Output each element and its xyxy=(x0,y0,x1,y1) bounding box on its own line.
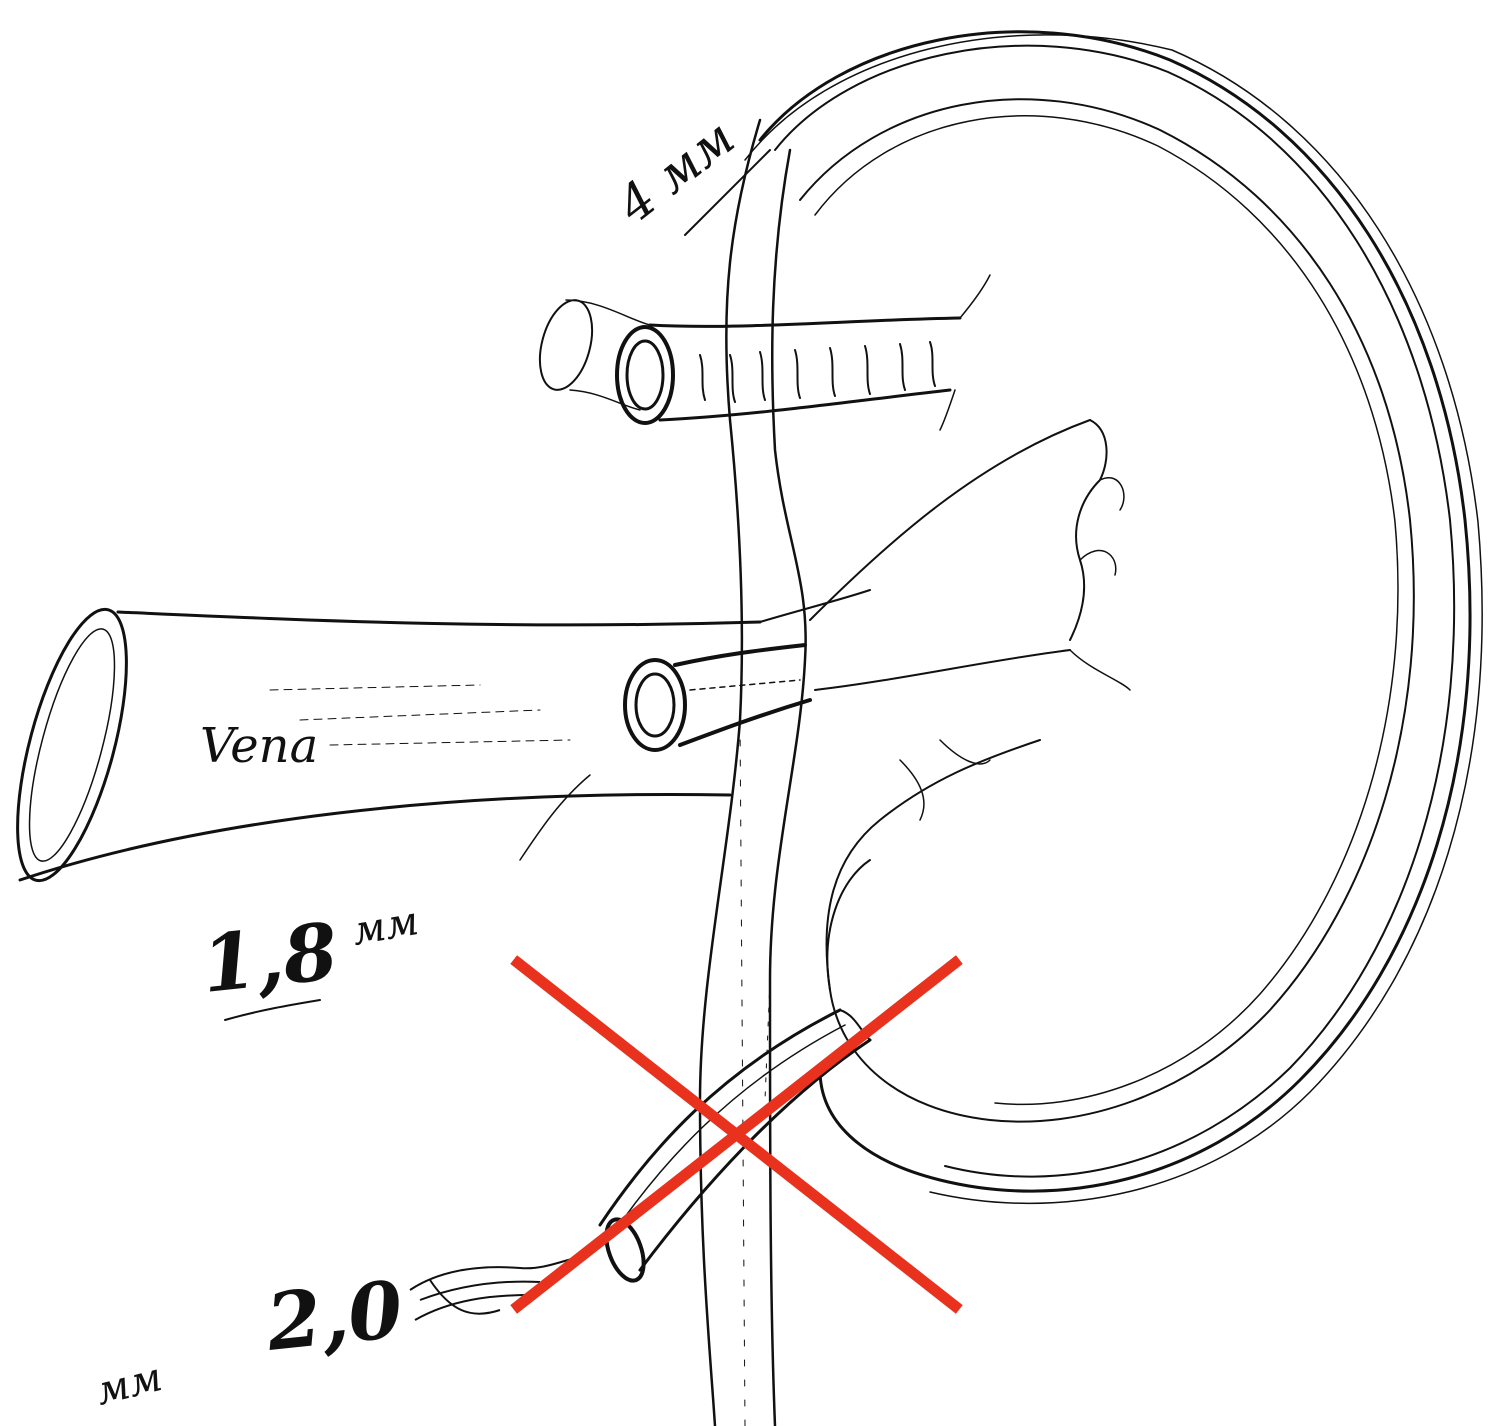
lower-vessel xyxy=(599,1010,870,1286)
vein-size-number: 1,8 xyxy=(197,906,341,1011)
lower-size-unit: мм xyxy=(91,1354,166,1415)
vena-cava xyxy=(0,590,870,891)
red-cross-mark xyxy=(518,963,955,1306)
lower-size-number: 2,0 xyxy=(261,1264,406,1369)
upper-artery xyxy=(531,275,990,430)
ureter-renal-pelvis xyxy=(810,420,1130,820)
artery-size-label: 4 мм xyxy=(606,108,745,235)
aorta-vertical xyxy=(700,120,806,1426)
scribble-mark xyxy=(410,1258,575,1320)
kidney-outline xyxy=(745,32,1482,1204)
vein-size-unit: мм xyxy=(349,898,422,955)
vein-label: Vena xyxy=(200,718,318,774)
annotation-leaders xyxy=(225,150,770,1020)
